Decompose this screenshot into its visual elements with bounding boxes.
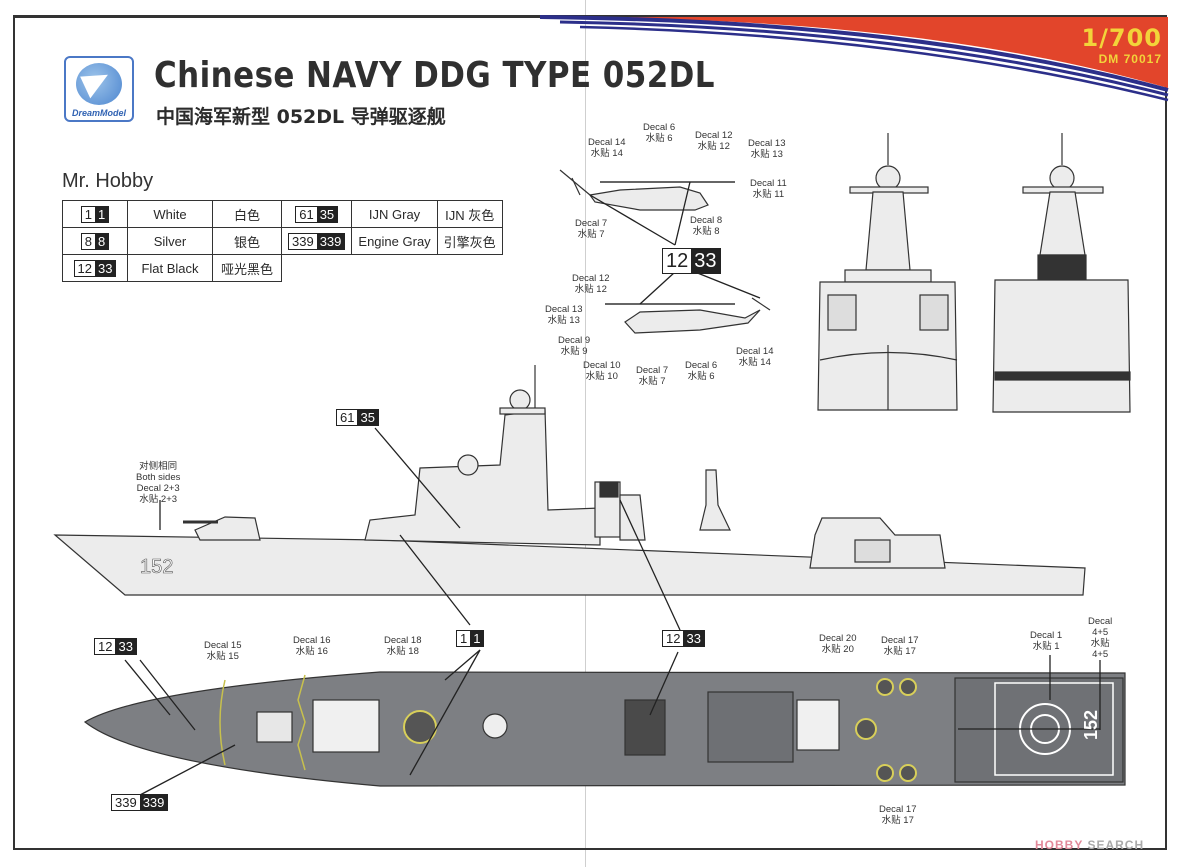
both-sides-note: 对侧相同 Both sides Decal 2+3 水贴 2+3 (136, 461, 181, 505)
paint-name-en: Engine Gray (351, 227, 438, 255)
logo-globe-icon (76, 63, 122, 105)
paint-brand: Mr. Hobby (62, 170, 154, 192)
paint-name-en: White (127, 200, 213, 228)
watermark: HOBBY SEARCH (1035, 838, 1145, 852)
paint-name-en: Flat Black (127, 254, 213, 282)
page-subtitle-cn: 中国海军新型 052DL 导弹驱逐舰 (156, 106, 446, 128)
dreammodel-logo: DreamModel (64, 56, 134, 122)
ship-front-view (817, 133, 958, 411)
header-banner (539, 15, 1169, 102)
ship-top-view (83, 671, 1126, 787)
paint-name-cn: 银色 (212, 227, 282, 255)
product-code: DM 70017 (1098, 52, 1162, 66)
paint-name-cn: IJN 灰色 (436, 200, 503, 228)
helicopter-side-view-1 (559, 169, 735, 211)
paint-name-en: IJN Gray (351, 200, 438, 228)
side-hull-number: 152 (140, 556, 173, 578)
logo-text: DreamModel (71, 108, 126, 118)
paint-name-en: Silver (127, 227, 213, 255)
ship-rear-view (992, 133, 1131, 413)
scale-badge: 1/700 DM 70017 (1081, 24, 1162, 66)
helicopter-side-view-2 (605, 297, 771, 334)
ship-side-profile (53, 365, 1086, 596)
page-title: Chinese NAVY DDG TYPE 052DL (154, 55, 715, 96)
scale-ratio: 1/700 (1081, 24, 1162, 52)
leader-lines (124, 181, 1101, 796)
paint-name-cn: 引擎灰色 (436, 227, 503, 255)
paint-name-cn: 白色 (212, 200, 282, 228)
paint-name-cn: 哑光黑色 (212, 254, 282, 282)
page-fold (585, 0, 586, 867)
deck-hull-number: 152 (1081, 710, 1101, 740)
